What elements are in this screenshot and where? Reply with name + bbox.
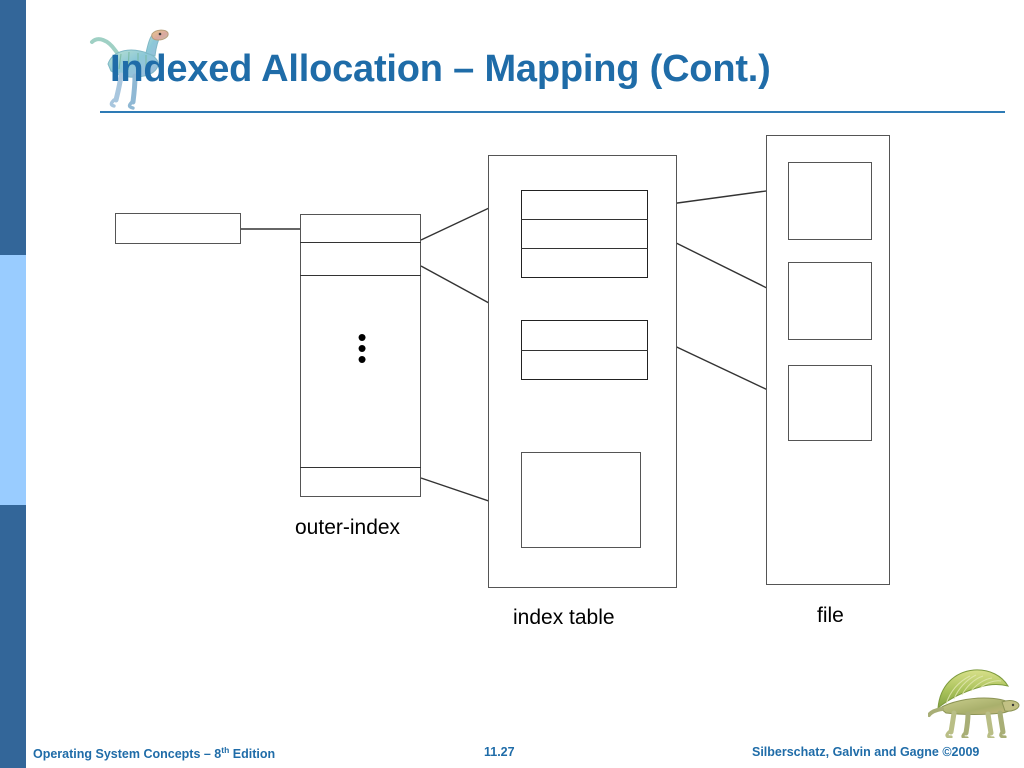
file-block-3 xyxy=(788,365,872,441)
index-block-2-divider-1 xyxy=(521,350,648,351)
outer-index-row-divider-1 xyxy=(300,242,421,243)
title-block: Indexed Allocation – Mapping (Cont.) xyxy=(48,18,1005,113)
sidebar-segment-bottom xyxy=(0,505,26,768)
pointer-box xyxy=(115,213,241,244)
sidebar-segment-top xyxy=(0,0,26,255)
index-table-block-1 xyxy=(521,190,648,278)
index-table-block-3 xyxy=(521,452,641,548)
outer-index-table xyxy=(300,214,421,497)
footer-slide-number: 11.27 xyxy=(484,745,515,759)
footer-book-title: Operating System Concepts – 8th Edition xyxy=(33,745,275,761)
caption-outer-index: outer-index xyxy=(295,516,401,539)
index-block-1-divider-1 xyxy=(521,219,648,220)
footer-copyright: Silberschatz, Galvin and Gagne ©2009 xyxy=(752,745,980,759)
footer-edition-superscript: th xyxy=(221,745,230,755)
left-accent-sidebar xyxy=(0,0,26,768)
footer-book-title-suffix: Edition xyxy=(229,747,276,762)
file-block-2 xyxy=(788,262,872,340)
dimetrodon-logo-icon xyxy=(927,662,1020,740)
file-block-1 xyxy=(788,162,872,240)
caption-file: file xyxy=(817,604,844,627)
outer-index-row-divider-3 xyxy=(300,467,421,468)
footer-book-title-prefix: Operating System Concepts – 8 xyxy=(33,747,222,762)
title-underline xyxy=(100,111,1005,113)
dinosaur-logo-icon xyxy=(88,24,170,110)
page-title: Indexed Allocation – Mapping (Cont.) xyxy=(110,48,771,90)
outer-index-ellipsis: ••• xyxy=(357,322,367,374)
sidebar-segment-middle xyxy=(0,255,26,505)
index-block-1-divider-2 xyxy=(521,248,648,249)
outer-index-row-divider-2 xyxy=(300,275,421,276)
caption-index-table: index table xyxy=(513,606,615,629)
